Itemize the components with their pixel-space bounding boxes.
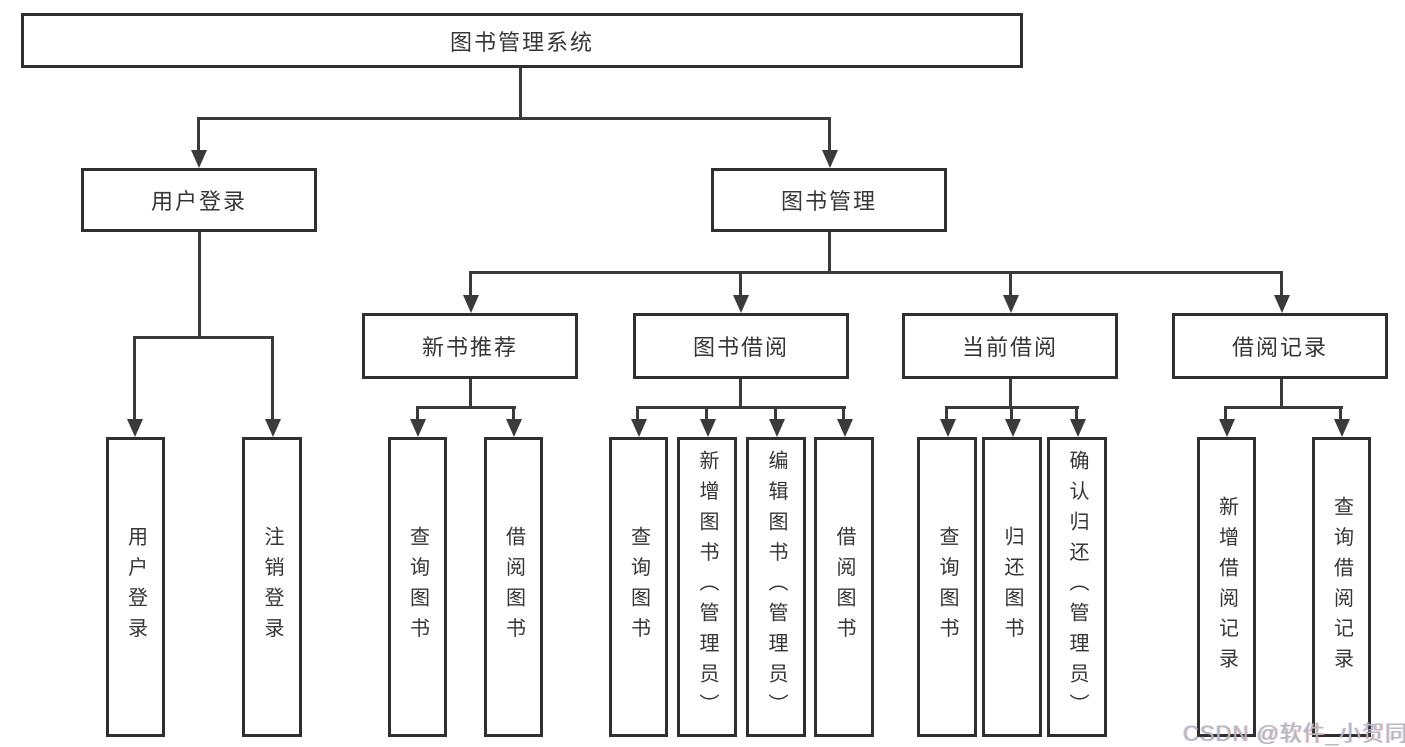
arrow-down-icon: [733, 295, 749, 313]
arrow-down-icon: [1334, 419, 1350, 437]
connector-line: [197, 117, 831, 120]
leaf-return-books: 归还图书: [982, 437, 1042, 737]
arrow-down-icon: [265, 419, 281, 437]
node-label: 当前借阅: [961, 335, 1058, 360]
arrow-down-icon: [1274, 295, 1290, 313]
node-label: 图书管理: [780, 189, 877, 214]
arrow-down-icon: [940, 419, 956, 437]
connector-line: [271, 336, 274, 422]
csdn-watermark: CSDN @软件_小贺同学: [1183, 721, 1405, 746]
connector-line: [1010, 406, 1013, 422]
connector-line: [1280, 271, 1283, 298]
node-label: 借阅图书: [502, 526, 525, 648]
arrow-down-icon: [506, 419, 522, 437]
node-new-book-recommendation: 新书推荐: [362, 313, 578, 379]
connector-line: [197, 117, 200, 153]
arrow-down-icon: [1003, 295, 1019, 313]
connector-line: [705, 406, 708, 422]
connector-line: [739, 271, 742, 298]
connector-line: [416, 406, 419, 422]
connector-line: [739, 379, 742, 409]
node-label: 借阅记录: [1231, 335, 1328, 360]
connector-line: [1224, 406, 1343, 409]
node-label: 图书管理系统: [449, 29, 594, 55]
connector-line: [469, 271, 472, 298]
leaf-borrow-books: 借阅图书: [814, 437, 874, 737]
leaf-query-books-current: 查询图书: [917, 437, 977, 737]
connector-line: [469, 379, 472, 409]
leaf-edit-book-admin: 编辑图书（管理员）: [746, 437, 806, 737]
node-label: 新增图书（管理员）: [696, 450, 718, 724]
connector-line: [133, 336, 274, 339]
connector-line: [842, 406, 845, 422]
connector-line: [828, 117, 831, 153]
connector-line: [519, 68, 522, 120]
leaf-query-books-recommend: 查询图书: [388, 437, 447, 737]
leaf-query-books-borrowing: 查询图书: [609, 437, 668, 737]
node-user-login: 用户登录: [81, 168, 317, 232]
arrow-down-icon: [700, 419, 716, 437]
arrow-down-icon: [837, 419, 853, 437]
connector-line: [1009, 379, 1012, 409]
node-label: 查询图书: [627, 526, 650, 648]
node-label: 用户登录: [150, 189, 247, 214]
node-label: 图书借阅: [692, 335, 789, 360]
node-label: 查询借阅记录: [1330, 495, 1353, 679]
arrow-down-icon: [410, 419, 426, 437]
node-book-borrowing: 图书借阅: [633, 313, 849, 379]
arrow-down-icon: [1219, 419, 1235, 437]
arrow-down-icon: [1070, 419, 1086, 437]
connector-line: [774, 406, 777, 422]
connector-line: [469, 271, 1283, 274]
leaf-logout: 注销登录: [242, 437, 302, 737]
leaf-add-borrow-record: 新增借阅记录: [1197, 437, 1256, 737]
node-label: 归还图书: [1001, 526, 1023, 648]
node-label: 用户登录: [124, 526, 147, 648]
node-label: 新增借阅记录: [1215, 495, 1238, 679]
node-borrowing-records: 借阅记录: [1172, 313, 1388, 379]
connector-line: [1224, 406, 1227, 422]
leaf-add-book-admin: 新增图书（管理员）: [677, 437, 737, 737]
leaf-confirm-return-admin: 确认归还（管理员）: [1047, 437, 1107, 737]
node-label: 编辑图书（管理员）: [765, 450, 787, 724]
node-book-management: 图书管理: [711, 168, 947, 232]
connector-line: [1280, 379, 1283, 409]
leaf-borrow-books-recommend: 借阅图书: [484, 437, 543, 737]
connector-line: [198, 232, 201, 339]
connector-line: [512, 406, 515, 422]
connector-line: [416, 406, 516, 409]
arrow-down-icon: [822, 150, 838, 168]
node-label: 注销登录: [261, 526, 283, 648]
node-label: 查询图书: [936, 526, 958, 648]
node-current-borrowing: 当前借阅: [902, 313, 1118, 379]
node-label: 确认归还（管理员）: [1066, 450, 1088, 724]
leaf-user-login: 用户登录: [106, 437, 165, 737]
connector-line: [636, 406, 639, 422]
node-library-system: 图书管理系统: [21, 13, 1023, 68]
connector-line: [636, 406, 846, 409]
connector-line: [1339, 406, 1342, 422]
connector-line: [945, 406, 948, 422]
arrow-down-icon: [1005, 419, 1021, 437]
leaf-query-borrow-record: 查询借阅记录: [1312, 437, 1371, 737]
arrow-down-icon: [769, 419, 785, 437]
node-label: 借阅图书: [833, 526, 855, 648]
node-label: 查询图书: [406, 526, 429, 648]
connector-line: [1075, 406, 1078, 422]
connector-line: [133, 336, 136, 422]
node-label: 新书推荐: [421, 335, 518, 360]
arrow-down-icon: [127, 419, 143, 437]
arrow-down-icon: [631, 419, 647, 437]
connector-line: [1009, 271, 1012, 298]
arrow-down-icon: [463, 295, 479, 313]
arrow-down-icon: [191, 150, 207, 168]
connector-line: [828, 232, 831, 274]
